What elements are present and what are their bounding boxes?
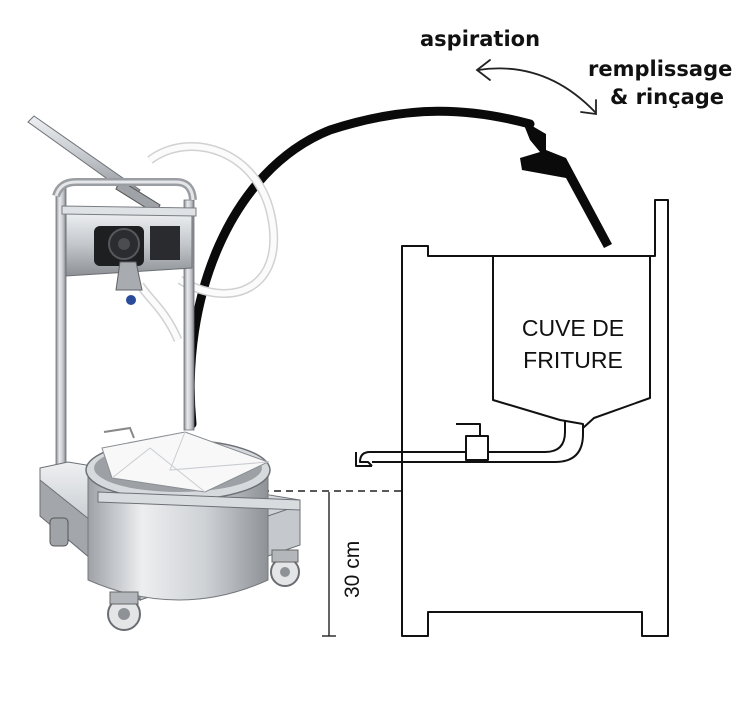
aspiration-label: aspiration xyxy=(420,27,540,51)
filter-bag xyxy=(101,431,270,493)
handle-bar xyxy=(27,115,141,199)
drain-pipe xyxy=(359,420,566,467)
fryer-body-outline xyxy=(401,199,669,637)
suction-hose xyxy=(185,106,612,429)
remplissage-label-line2: & rinçage xyxy=(610,85,724,109)
hose-nozzle xyxy=(520,120,612,248)
fryer-schematic xyxy=(355,199,669,637)
tank-label-line2: FRITURE xyxy=(523,347,623,373)
height-label: 30 cm xyxy=(341,541,364,598)
caster-wheel-icon xyxy=(49,517,300,631)
filter-pot xyxy=(85,426,271,601)
tank-label-line1: CUVE DE xyxy=(522,315,624,341)
frame-left-post xyxy=(55,187,67,471)
drain-valve xyxy=(465,435,489,461)
curved-double-arrow-icon xyxy=(475,59,597,116)
filter-cart xyxy=(27,115,301,631)
fryer-tank xyxy=(492,256,651,429)
remplissage-label-line1: remplissage xyxy=(588,57,732,81)
valve-handle xyxy=(456,423,481,436)
height-dimension xyxy=(190,490,402,637)
pump-motor-icon xyxy=(94,226,180,305)
